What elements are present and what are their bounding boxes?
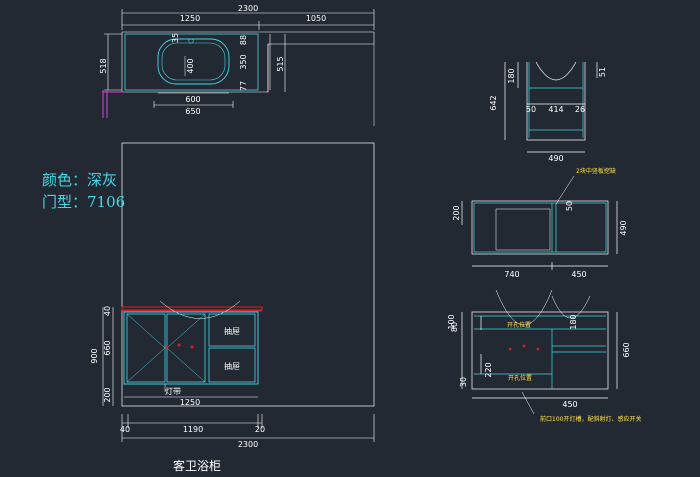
side-w-mid: 414 (548, 105, 563, 114)
dim-basin-outer: 650 (185, 107, 200, 116)
plan-outline (471, 200, 609, 255)
door-swing (166, 313, 206, 349)
section-width-bottom: 450 (562, 400, 577, 409)
dim-right-low: 77 (239, 81, 248, 91)
leader-line (521, 391, 535, 415)
drawing-caption: 客卫浴柜 (173, 458, 221, 473)
side-right-gap: 51 (598, 67, 607, 77)
front-w-mid: 1190 (183, 425, 203, 434)
section-h-right: 180 (569, 314, 578, 329)
side-view-labels: 642 180 51 50 414 26 490 (489, 67, 607, 163)
countertop-edge (121, 306, 263, 311)
basin-outer (157, 38, 230, 85)
dim-basin-top: 35 (171, 33, 180, 43)
section-view (461, 289, 618, 415)
drawer-bottom (208, 347, 256, 383)
light-strip-label: 灯带 (165, 386, 181, 396)
dim-depth-right: 515 (276, 56, 285, 71)
hole-marker (508, 347, 512, 351)
plan-w-right: 450 (571, 270, 586, 279)
side-body-outline (526, 62, 586, 141)
door-right (166, 313, 206, 383)
dim-right-mid: 350 (239, 54, 248, 69)
dim-left: 1250 (180, 14, 200, 23)
plan-depth-left: 200 (452, 205, 461, 220)
section-small-label: 开孔位置 (508, 374, 532, 382)
plan-mid-label: 50 (565, 201, 574, 211)
front-overall-width: 2300 (238, 440, 258, 449)
front-h-bottom: 200 (103, 387, 112, 402)
hole-marker (522, 344, 526, 348)
hole-marker (177, 343, 181, 347)
section-h-mid-a: 80 (450, 322, 459, 332)
basin-curve (495, 289, 553, 325)
front-view-labels: 颜色：深灰 门型：7106 40 660 900 200 抽屉 抽屉 灯带 12… (42, 171, 265, 473)
plan-inner (473, 202, 607, 253)
side-basin-curve (535, 61, 577, 81)
hole-marker (190, 345, 194, 349)
plan-note: 2块中竖板挖缺 (576, 167, 616, 175)
hole-marker (165, 345, 169, 349)
side-inner-outline (528, 62, 584, 89)
side-w-left: 50 (526, 105, 536, 114)
side-width-bottom: 490 (548, 154, 563, 163)
door-swing (126, 313, 166, 349)
dim-basin-height: 400 (186, 58, 195, 73)
top-view-labels: 2300 1250 1050 518 515 35 400 88 350 77 … (99, 4, 326, 116)
wall-outline (121, 142, 375, 407)
drawer-label-1: 抽屉 (224, 326, 240, 336)
section-note: 前口100开灯槽，配斜射灯、感应开关 (540, 415, 641, 423)
drawer-label-2: 抽屉 (224, 361, 240, 371)
door-spec: 门型：7106 (42, 193, 125, 211)
dim-depth-left: 518 (99, 58, 108, 73)
cabinet-top-outline (124, 33, 259, 91)
front-w-right: 20 (255, 425, 265, 434)
basin-inner (161, 42, 226, 81)
section-h-top: 100 (447, 314, 456, 329)
front-width-inner: 1250 (180, 398, 200, 407)
section-small-label: 开孔位置 (507, 321, 531, 329)
door-swing (126, 347, 166, 383)
hole-marker (536, 347, 540, 351)
door-left (126, 313, 166, 383)
plan-view (461, 175, 618, 270)
section-h-mid-b: 220 (484, 362, 493, 377)
plan-cutout (495, 208, 551, 251)
top-view (102, 9, 375, 126)
side-w-right: 26 (575, 105, 585, 114)
plan-view-labels: 2块中竖板挖缺 200 50 490 740 450 (452, 167, 628, 279)
side-height-top: 180 (507, 68, 516, 83)
section-h-bottom: 30 (459, 377, 468, 387)
front-view (102, 142, 375, 442)
drawer-top (208, 313, 256, 347)
front-h-top: 40 (103, 306, 112, 316)
side-height-total: 642 (489, 95, 498, 110)
dim-right: 1050 (306, 14, 326, 23)
cabinet-body (123, 311, 259, 385)
front-h-total: 900 (90, 348, 99, 363)
plan-w-left: 740 (504, 270, 519, 279)
section-h-total: 660 (622, 342, 631, 357)
front-h-mid: 660 (103, 340, 112, 355)
dim-basin-width: 600 (185, 95, 200, 104)
color-spec: 颜色：深灰 (42, 171, 117, 189)
front-w-left: 40 (120, 425, 130, 434)
section-outline (471, 311, 609, 390)
faucet-hole (188, 38, 194, 44)
countertop-outline (121, 31, 375, 93)
section-view-labels: 100 80 180 220 30 660 开孔位置 开孔位置 450 前口10… (447, 314, 641, 423)
dim-right-top: 88 (239, 35, 248, 45)
leader-line (555, 175, 575, 205)
plan-depth-right: 490 (619, 220, 628, 235)
side-view (504, 61, 598, 153)
door-swing (166, 347, 206, 383)
dim-overall: 2300 (238, 4, 258, 13)
